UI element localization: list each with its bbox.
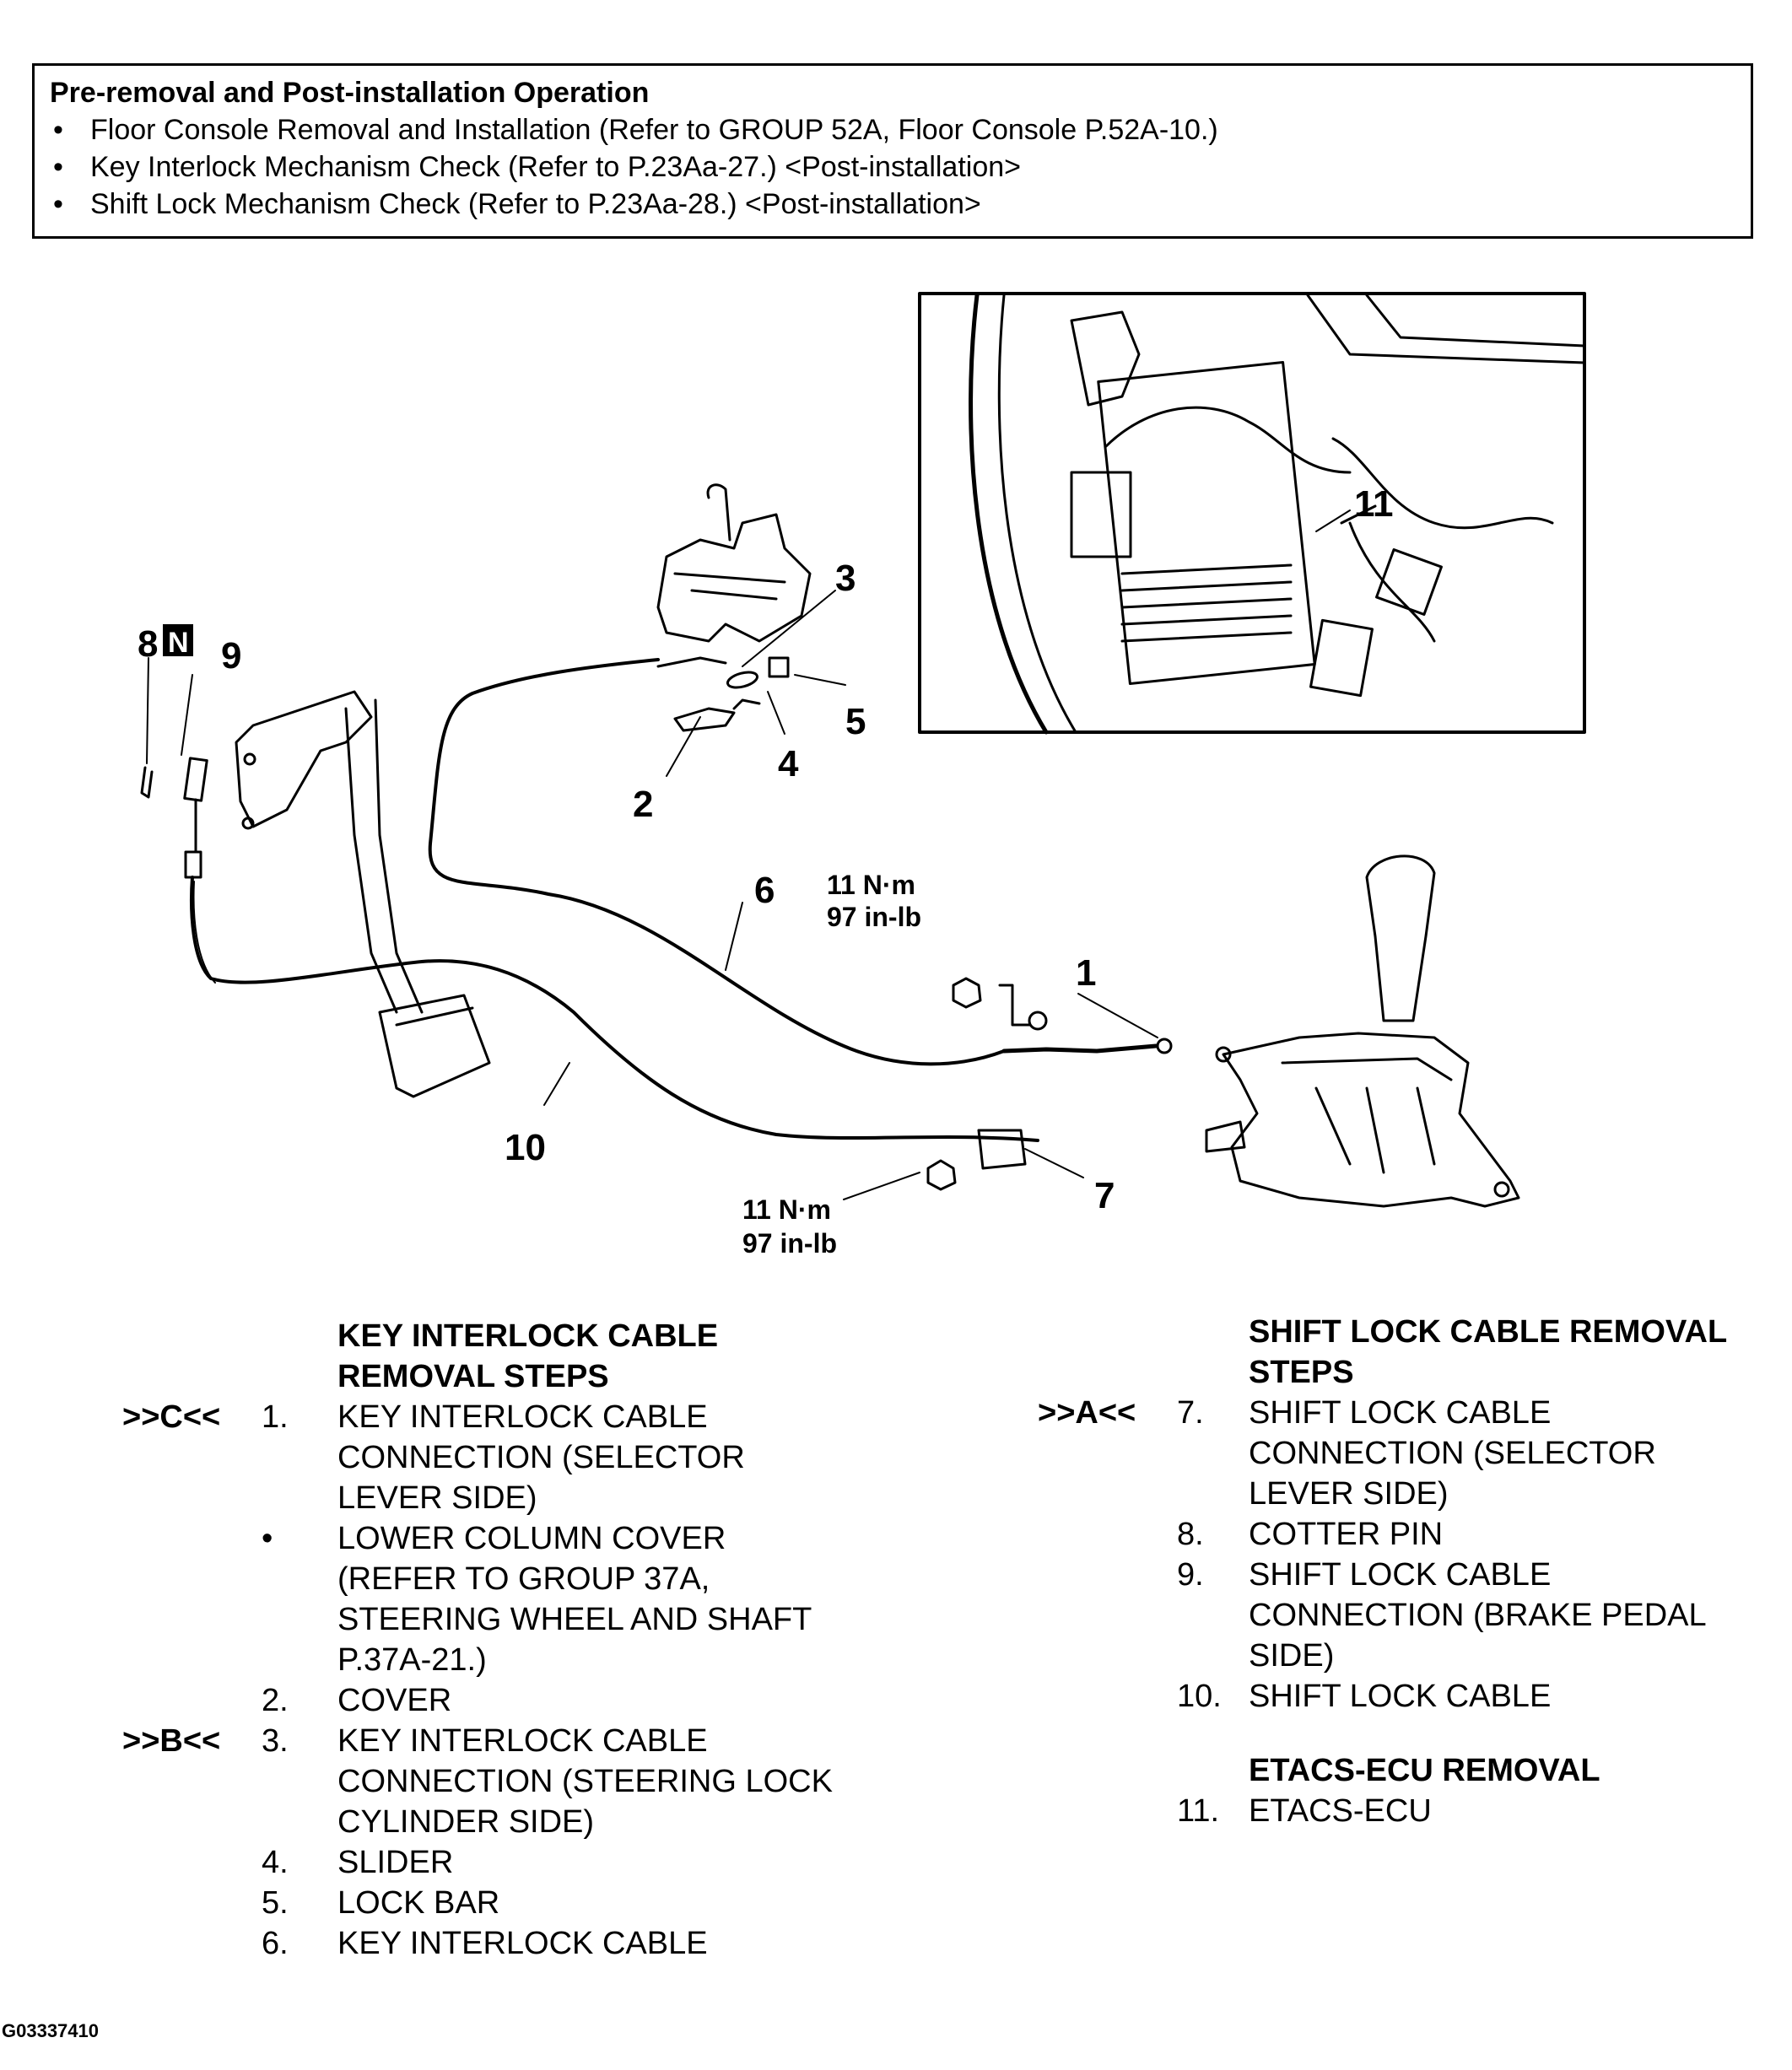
step-number: 5. bbox=[262, 1885, 289, 1921]
callout-1: 1 bbox=[1076, 952, 1096, 994]
selector-lever-assembly bbox=[1205, 854, 1520, 1208]
step-row: • LOWER COLUMN COVER (REFER TO GROUP 37A, S… bbox=[0, 1518, 928, 1680]
step-text: LOCK BAR bbox=[337, 1885, 500, 1921]
step-text: CONNECTION (STEERING LOCK bbox=[337, 1764, 833, 1799]
shift-lock-step-list: >>A<< 7. SHIFT LOCK CABLE CONNECTION (SELEC… bbox=[979, 1393, 1792, 1717]
key-interlock-step-list: >>C<< 1. KEY INTERLOCK CABLE CONNECTION (SE… bbox=[0, 1397, 928, 1964]
step-row: 11. ETACS-ECU bbox=[979, 1791, 1792, 1831]
step-text: CONNECTION (BRAKE PEDAL bbox=[1249, 1598, 1707, 1633]
shift-lock-heading: SHIFT LOCK CABLE REMOVAL STEPS bbox=[1249, 1314, 1728, 1390]
step-reference: >>A<< bbox=[1038, 1395, 1136, 1431]
bullet-icon: • bbox=[53, 151, 63, 183]
step-reference: >>B<< bbox=[122, 1723, 221, 1759]
callout-8: 8 bbox=[138, 623, 158, 665]
step-text: SLIDER bbox=[337, 1845, 454, 1880]
torque-upper-inlb: 97 in-lb bbox=[827, 902, 921, 932]
callout-5: 5 bbox=[845, 701, 866, 742]
step-text: (REFER TO GROUP 37A, bbox=[337, 1561, 710, 1597]
step-number: 1. bbox=[262, 1399, 289, 1435]
brake-pedal-assembly bbox=[235, 690, 491, 1098]
step-row: 2. COVER bbox=[0, 1680, 928, 1721]
etacs-step-list: 11. ETACS-ECU bbox=[979, 1791, 1792, 1831]
step-text: LOWER COLUMN COVER bbox=[337, 1521, 726, 1556]
diagram-svg: 11 bbox=[138, 292, 1586, 1259]
exploded-diagram: 11 bbox=[0, 253, 1792, 1299]
bolt-lower bbox=[926, 1129, 1027, 1191]
etacs-heading: ETACS-ECU REMOVAL bbox=[1249, 1753, 1600, 1788]
step-text: SHIFT LOCK CABLE bbox=[1249, 1557, 1552, 1593]
info-item: •Floor Console Removal and Installation … bbox=[50, 111, 1734, 148]
step-number: 8. bbox=[1177, 1517, 1204, 1552]
figure-id: G03337410 bbox=[2, 2020, 99, 2041]
step-text: LEVER SIDE) bbox=[337, 1480, 537, 1516]
step-number: 2. bbox=[262, 1683, 289, 1718]
step-number: 3. bbox=[262, 1723, 289, 1759]
step-text: SIDE) bbox=[1249, 1638, 1335, 1674]
callout-2: 2 bbox=[633, 784, 653, 825]
step-text: CYLINDER SIDE) bbox=[337, 1804, 595, 1840]
n-badge bbox=[163, 624, 193, 656]
torque-upper-nm: 11 N·m bbox=[827, 870, 915, 900]
step-reference: >>C<< bbox=[122, 1399, 221, 1435]
step-text: SHIFT LOCK CABLE bbox=[1249, 1679, 1552, 1714]
step-number: 4. bbox=[262, 1845, 289, 1880]
step-number: 7. bbox=[1177, 1395, 1204, 1431]
step-text: COTTER PIN bbox=[1249, 1517, 1444, 1552]
step-number: 11. bbox=[1177, 1793, 1220, 1829]
small-parts bbox=[656, 656, 790, 732]
step-text: CONNECTION (SELECTOR bbox=[1249, 1436, 1656, 1471]
shift-lock-cable-end bbox=[183, 757, 208, 879]
key-interlock-cable bbox=[428, 658, 1006, 1066]
step-row: 10. SHIFT LOCK CABLE bbox=[979, 1676, 1792, 1717]
callout-4: 4 bbox=[778, 743, 799, 784]
n-badge-label: N bbox=[168, 627, 189, 659]
etacs-ecu-inset bbox=[918, 292, 1586, 735]
shift-lock-steps: SHIFT LOCK CABLE REMOVAL STEPS >>A<< 7. SH… bbox=[979, 1312, 1792, 1831]
step-number: 10. bbox=[1177, 1679, 1222, 1714]
pre-post-operation-box: Pre-removal and Post-installation Operat… bbox=[32, 63, 1753, 239]
step-text: KEY INTERLOCK CABLE bbox=[337, 1399, 708, 1435]
step-text: COVER bbox=[337, 1683, 452, 1718]
key-interlock-heading: KEY INTERLOCK CABLE REMOVAL STEPS bbox=[337, 1318, 719, 1394]
info-box-title: Pre-removal and Post-installation Operat… bbox=[50, 77, 650, 109]
step-number: 9. bbox=[1177, 1557, 1204, 1593]
step-row: >>C<< 1. KEY INTERLOCK CABLE CONNECTION (SE… bbox=[0, 1397, 928, 1518]
step-text: LEVER SIDE) bbox=[1249, 1476, 1449, 1512]
info-box-list: •Floor Console Removal and Installation … bbox=[50, 111, 1734, 223]
torque-lower-inlb: 97 in-lb bbox=[742, 1228, 837, 1259]
bullet-icon: • bbox=[53, 114, 63, 146]
step-row: >>B<< 3. KEY INTERLOCK CABLE CONNECTION (ST… bbox=[0, 1721, 928, 1842]
step-number: • bbox=[262, 1521, 273, 1556]
callout-10: 10 bbox=[505, 1127, 546, 1168]
step-number: 6. bbox=[262, 1926, 289, 1961]
steering-lock-cylinder bbox=[656, 483, 812, 643]
key-interlock-steps: KEY INTERLOCK CABLE REMOVAL STEPS >>C<< 1… bbox=[0, 1316, 928, 1964]
step-text: SHIFT LOCK CABLE bbox=[1249, 1395, 1552, 1431]
leader-lines bbox=[146, 509, 1351, 1200]
callout-6: 6 bbox=[754, 870, 775, 911]
callout-3: 3 bbox=[835, 558, 856, 599]
step-text: KEY INTERLOCK CABLE bbox=[337, 1926, 708, 1961]
step-text: KEY INTERLOCK CABLE bbox=[337, 1723, 708, 1759]
bullet-icon: • bbox=[53, 188, 63, 220]
step-row: 9. SHIFT LOCK CABLE CONNECTION (BRAKE PEDA… bbox=[979, 1555, 1792, 1676]
bolt-upper bbox=[952, 977, 1048, 1031]
torque-lower-nm: 11 N·m bbox=[742, 1194, 831, 1225]
step-row: 8. COTTER PIN bbox=[979, 1514, 1792, 1555]
step-text: P.37A-21.) bbox=[337, 1642, 487, 1678]
step-text: CONNECTION (SELECTOR bbox=[337, 1440, 745, 1475]
callout-11: 11 bbox=[1354, 483, 1394, 525]
step-row: 5. LOCK BAR bbox=[0, 1883, 928, 1923]
callout-9: 9 bbox=[221, 635, 241, 677]
cotter-pin bbox=[140, 766, 154, 799]
step-row: 4. SLIDER bbox=[0, 1842, 928, 1883]
info-item: •Shift Lock Mechanism Check (Refer to P.… bbox=[50, 186, 1734, 223]
step-text: ETACS-ECU bbox=[1249, 1793, 1432, 1829]
step-text: STEERING WHEEL AND SHAFT bbox=[337, 1602, 812, 1637]
info-item: •Key Interlock Mechanism Check (Refer to… bbox=[50, 148, 1734, 186]
callout-7: 7 bbox=[1094, 1175, 1115, 1216]
step-row: 6. KEY INTERLOCK CABLE bbox=[0, 1923, 928, 1964]
step-row: >>A<< 7. SHIFT LOCK CABLE CONNECTION (SELEC… bbox=[979, 1393, 1792, 1514]
